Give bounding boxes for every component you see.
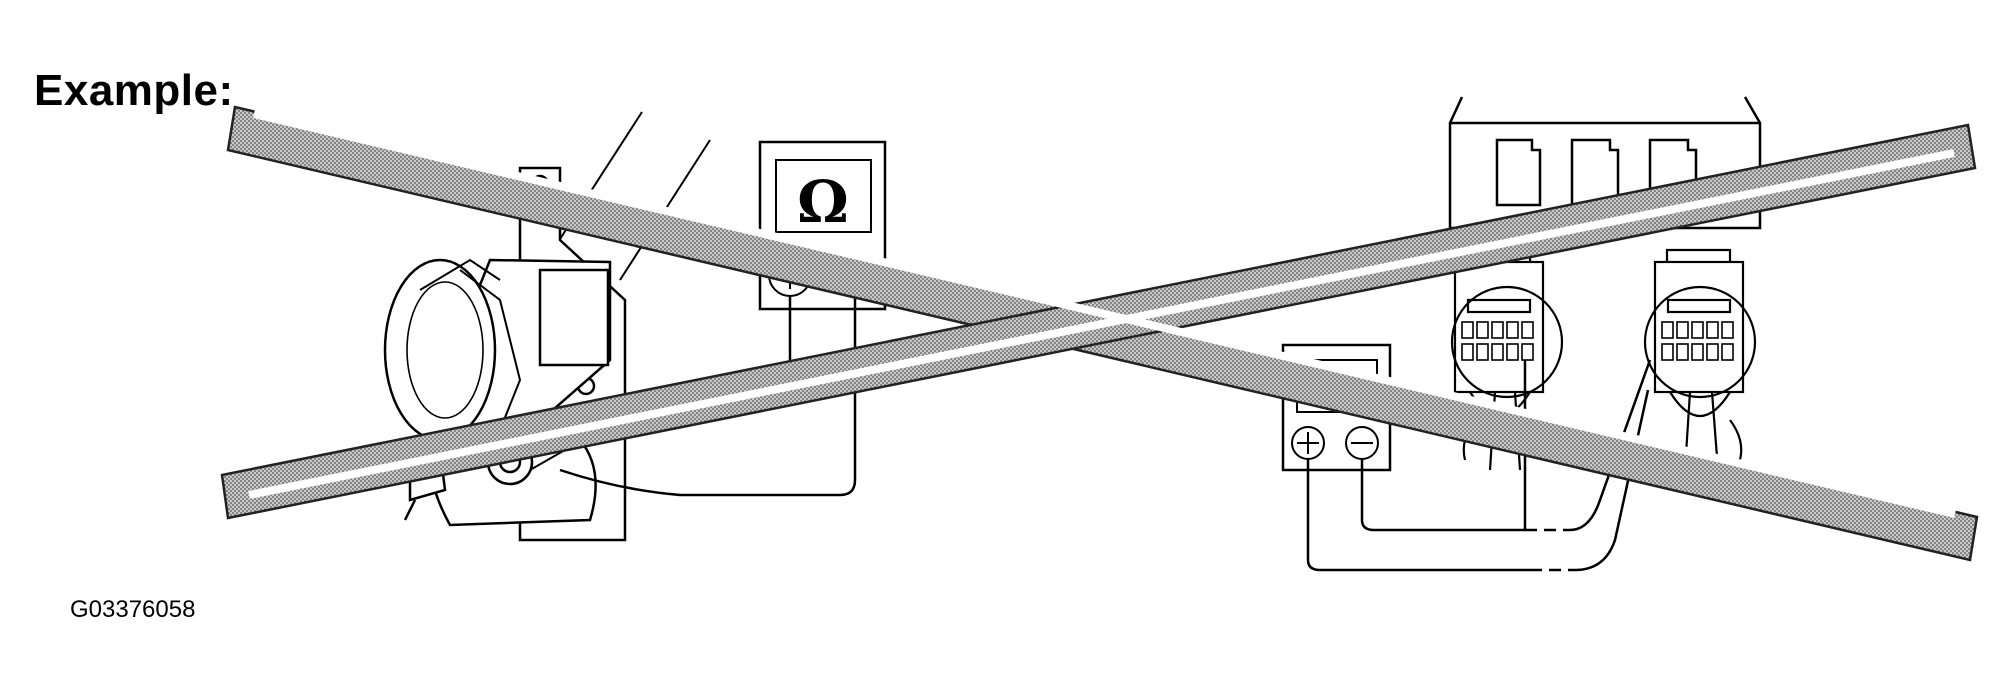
example-label: Example: — [34, 66, 234, 115]
motor-assembly — [383, 111, 711, 542]
figure-id: G03376058 — [70, 596, 196, 623]
prohibition-cross — [220, 105, 1979, 562]
connector-1 — [1450, 248, 1564, 471]
connector-2 — [1643, 248, 1757, 471]
ohm-symbol-left: Ω — [797, 168, 849, 236]
